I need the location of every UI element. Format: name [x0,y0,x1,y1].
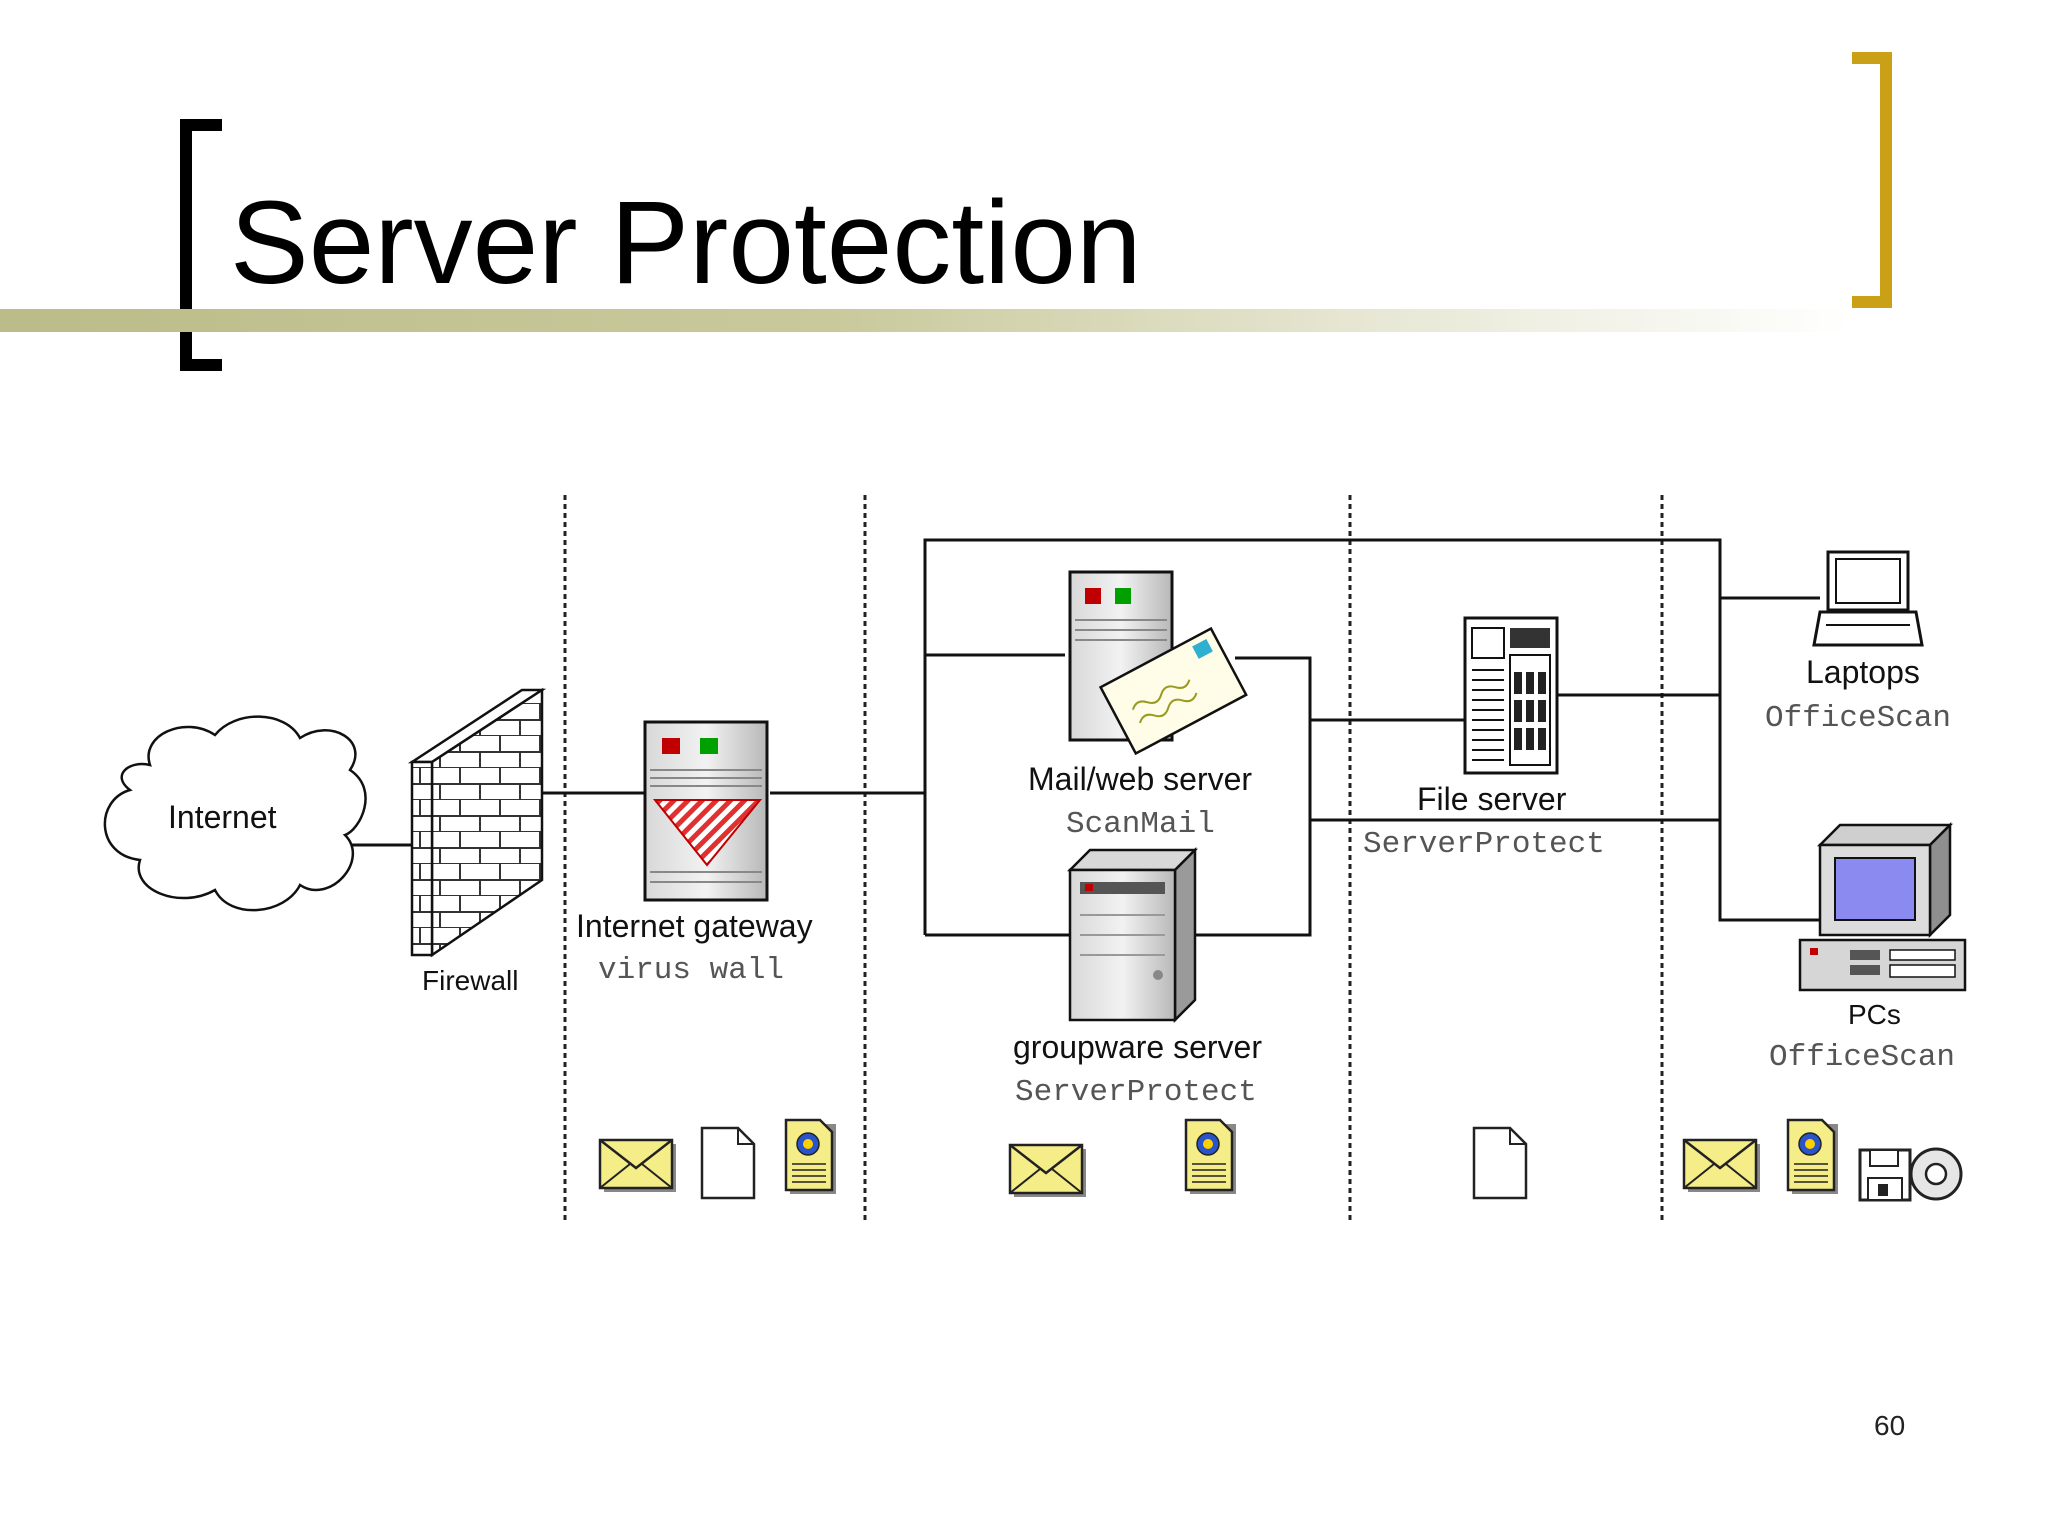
slide-title: Server Protection [230,177,1142,309]
pcs-label: PCs [1848,999,1901,1030]
title-underline-bar [0,309,1850,332]
zone-separators [563,495,1664,1220]
internet-label: Internet [168,799,277,835]
file-server-product: ServerProtect [1363,827,1605,862]
gateway-server-icon [643,720,769,902]
laptops-product: OfficeScan [1765,701,1951,736]
floppy-icon [1858,1148,1912,1202]
mail-server-label: Mail/web server [1028,761,1252,797]
web-document-icon [1786,1118,1838,1194]
file-server-icon [1463,616,1559,775]
protected-content-icons [598,1118,1963,1202]
cd-icon [1909,1147,1963,1201]
pcs-product: OfficeScan [1769,1040,1955,1075]
groupware-server-product: ServerProtect [1015,1075,1257,1110]
document-icon [700,1126,756,1200]
cloud-icon [103,715,367,912]
mail-icon [598,1138,676,1192]
groupware-server-label: groupware server [1013,1029,1262,1065]
gateway-product: virus wall [598,953,784,988]
web-document-icon [1184,1118,1236,1194]
mail-icon [1008,1143,1086,1197]
mail-server-icon [1068,570,1248,756]
laptops-label: Laptops [1806,654,1920,690]
title-bracket-left [180,119,222,371]
mail-icon [1682,1138,1760,1192]
network-links [352,538,1820,937]
web-document-icon [784,1118,836,1194]
title-bracket-right [1852,52,1892,308]
gateway-label: Internet gateway [576,908,813,944]
page-number: 60 [1874,1410,1906,1441]
firewall-label: Firewall [422,965,518,996]
mail-server-product: ScanMail [1066,807,1215,842]
laptop-icon [1812,550,1924,647]
document-icon [1472,1126,1528,1200]
file-server-label: File server [1417,781,1567,817]
pc-icon [1798,821,1967,992]
firewall-icon [407,687,547,958]
groupware-server-icon [1066,846,1199,1024]
